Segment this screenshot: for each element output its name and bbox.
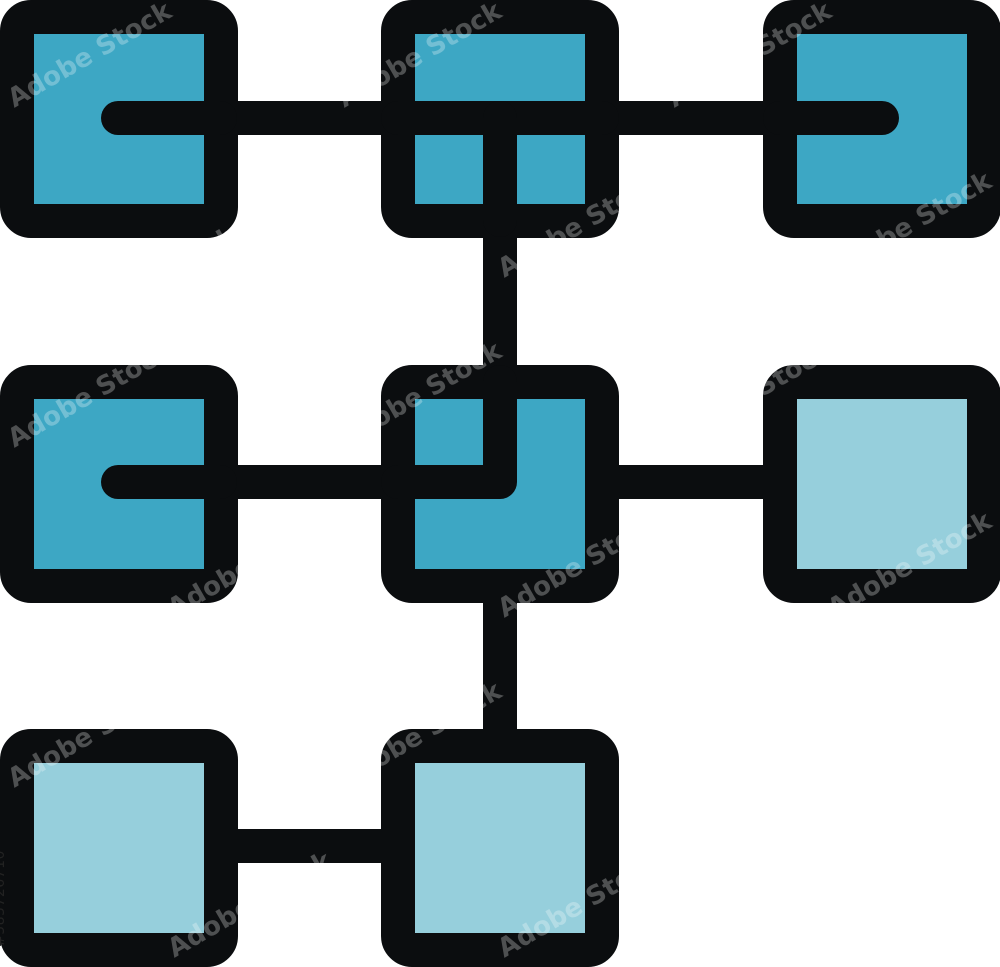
overlay-middle-center [381, 365, 517, 499]
node-box-n6 [763, 365, 1000, 603]
connector-overlay [101, 101, 899, 499]
stock-id-label: #585726710 [0, 850, 8, 947]
node-box-n7 [0, 729, 238, 967]
node-box-n8 [381, 729, 619, 967]
